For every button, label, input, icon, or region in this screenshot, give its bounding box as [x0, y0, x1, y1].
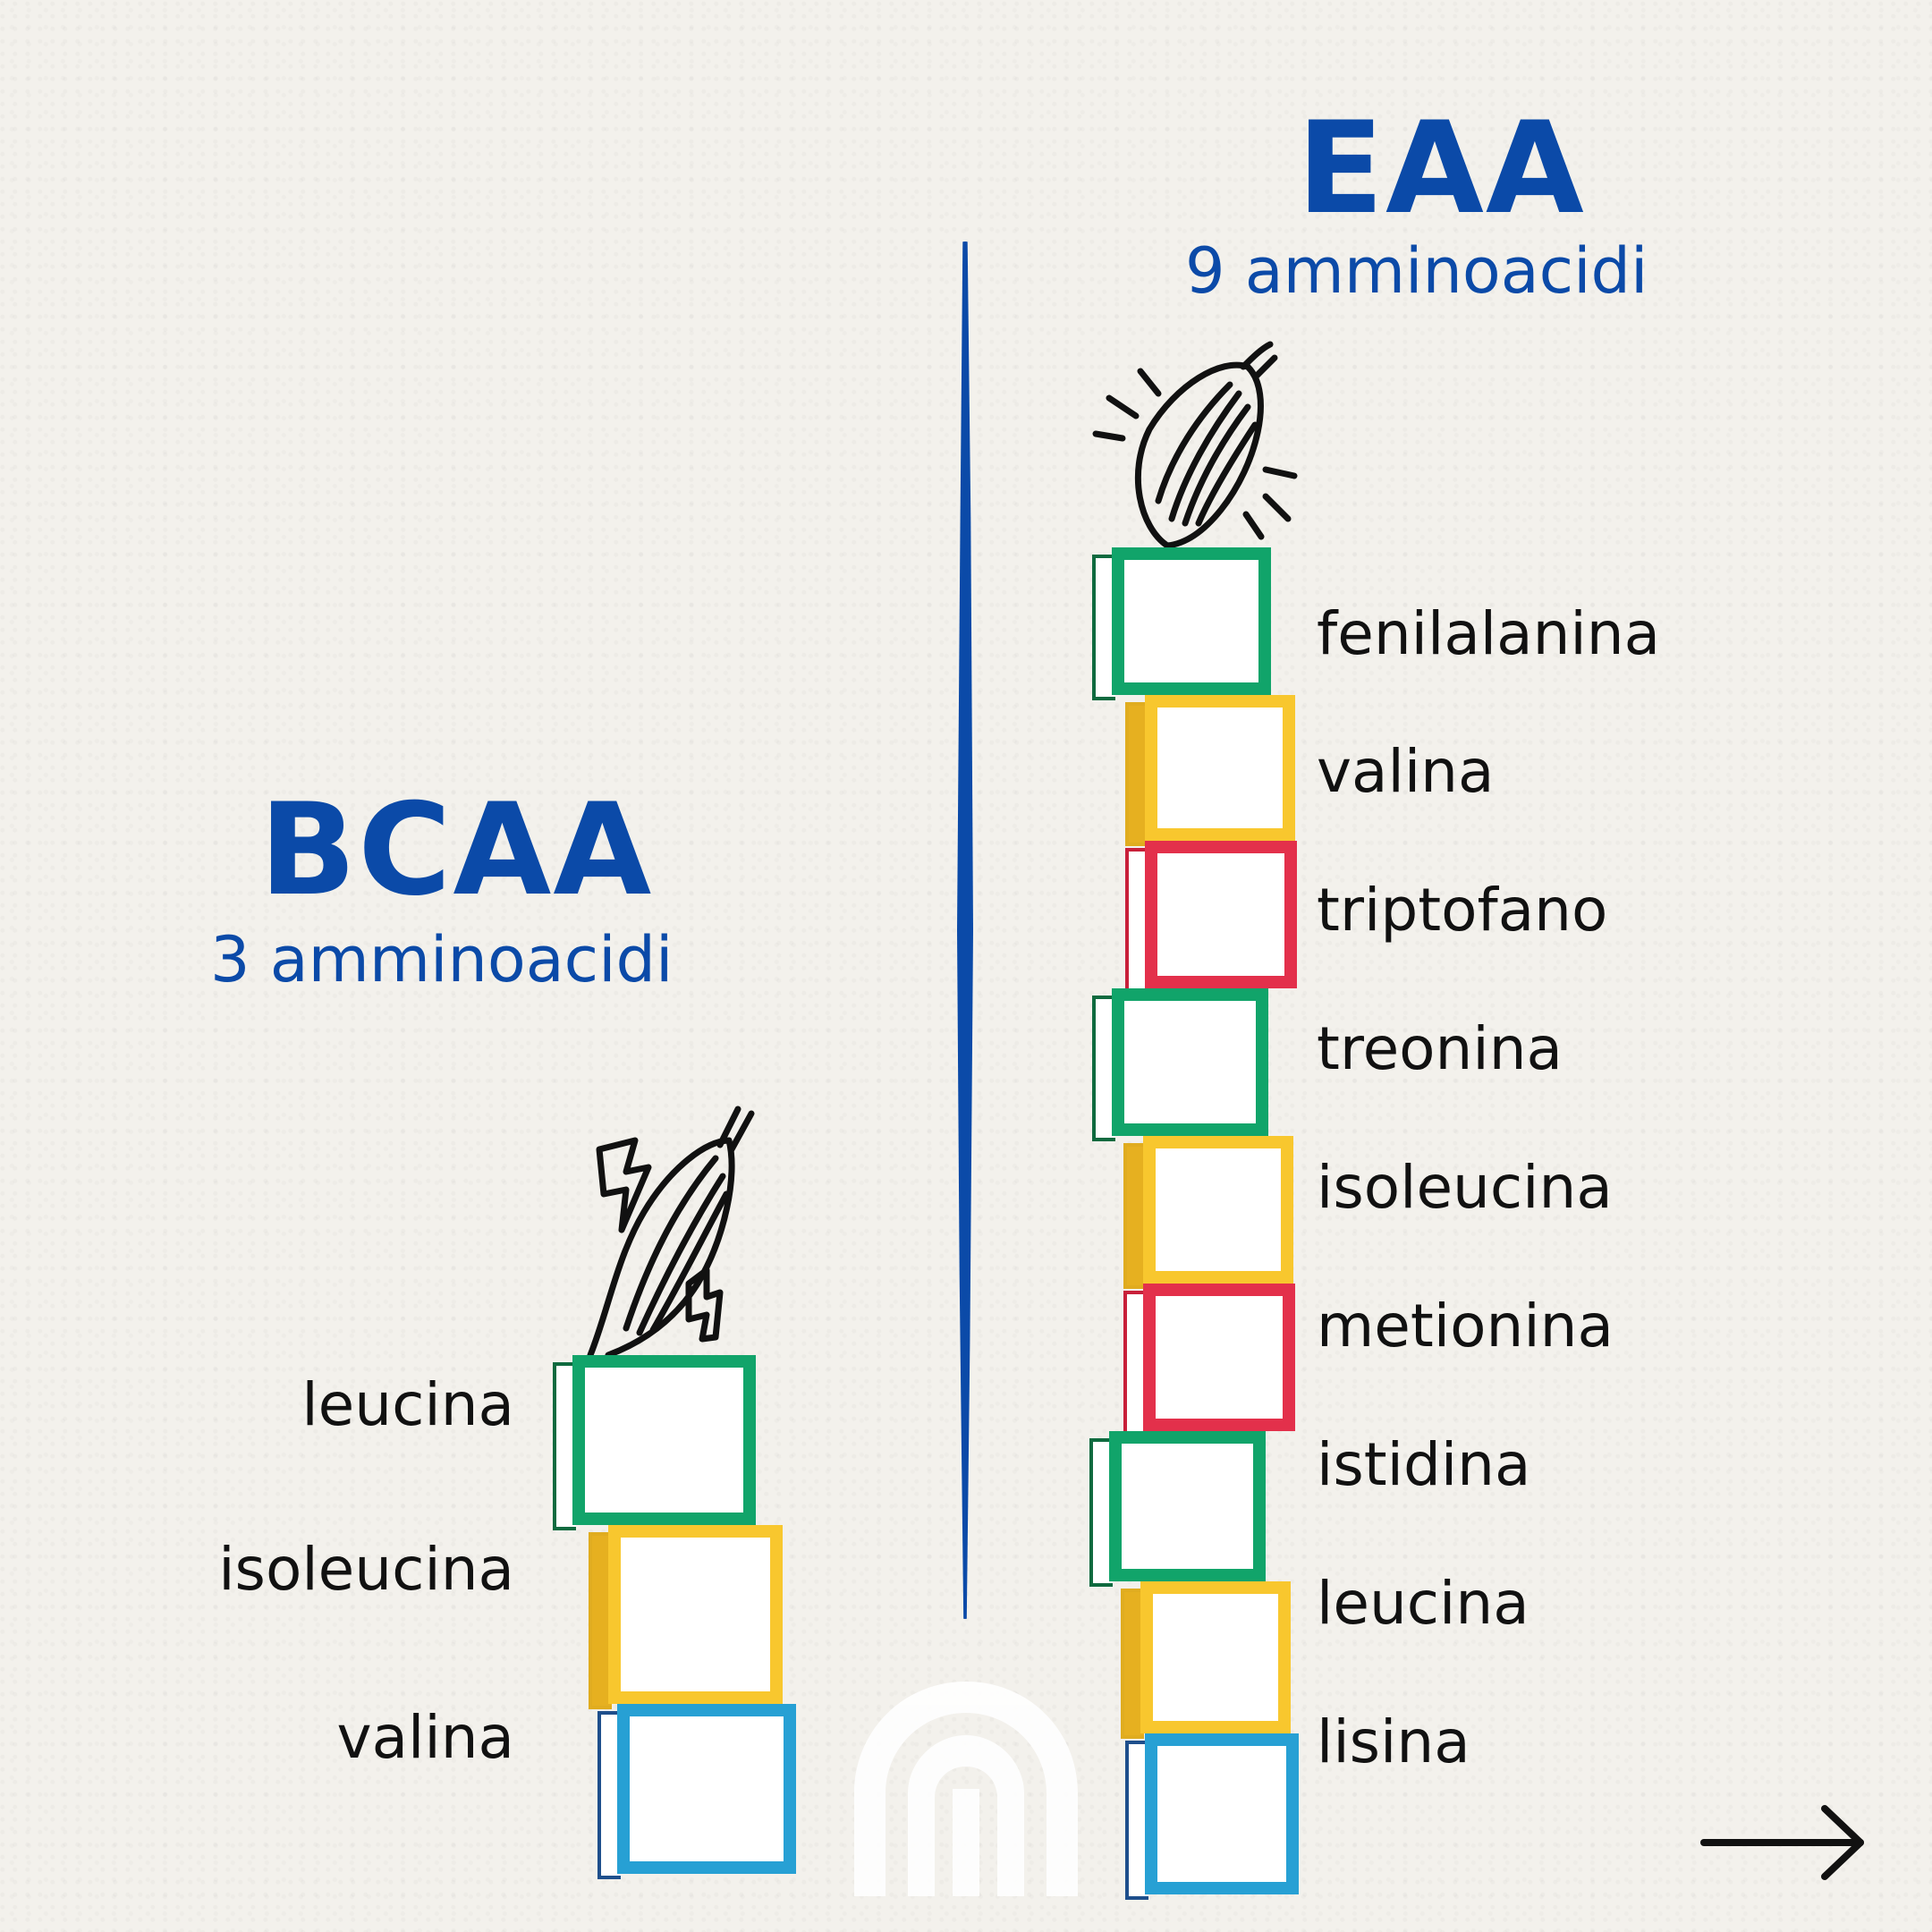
bcaa-block-leucina: [553, 1355, 756, 1530]
eaa-block-istidina: [1089, 1431, 1266, 1587]
eaa-title: EAA: [1297, 95, 1586, 242]
eaa-block-treonina: [1092, 988, 1268, 1141]
eaa-block-lisina: [1125, 1733, 1299, 1900]
eaa-label-metionina: metionina: [1317, 1292, 1614, 1360]
eaa-label-lisina: lisina: [1317, 1707, 1470, 1776]
eaa-label-treonina: treonina: [1317, 1014, 1563, 1083]
muscle-lightning-icon: [587, 1106, 755, 1359]
eaa-label-triptofano: triptofano: [1317, 876, 1608, 945]
eaa-label-istidina: istidina: [1317, 1430, 1531, 1499]
eaa-label-fenilalanina: fenilalanina: [1317, 599, 1661, 668]
eaa-label-leucina: leucina: [1317, 1569, 1530, 1638]
bcaa-subtitle: 3 amminoacidi: [210, 923, 674, 996]
bcaa-title: BCAA: [259, 776, 654, 924]
bcaa-label-valina: valina: [336, 1703, 514, 1772]
eaa-block-valina: [1125, 695, 1295, 846]
eaa-block-metionina: [1123, 1284, 1295, 1436]
arrow-right-icon[interactable]: [1699, 1798, 1869, 1887]
eaa-subtitle: 9 amminoacidi: [1185, 234, 1648, 308]
eaa-block-fenilalanina: [1092, 547, 1271, 700]
brand-logo-icon: [854, 1682, 1078, 1896]
center-divider: [957, 242, 973, 1619]
eaa-block-isoleucina: [1123, 1136, 1293, 1289]
eaa-block-triptofano: [1125, 841, 1297, 994]
bcaa-label-leucina: leucina: [301, 1370, 514, 1439]
muscle-icon: [1092, 341, 1298, 549]
bcaa-block-isoleucina: [589, 1525, 783, 1709]
eaa-block-leucina: [1121, 1581, 1291, 1739]
bcaa-label-isoleucina: isoleucina: [218, 1535, 514, 1604]
eaa-label-isoleucina: isoleucina: [1317, 1153, 1613, 1222]
bcaa-block-valina: [597, 1704, 796, 1879]
eaa-label-valina: valina: [1317, 737, 1495, 806]
